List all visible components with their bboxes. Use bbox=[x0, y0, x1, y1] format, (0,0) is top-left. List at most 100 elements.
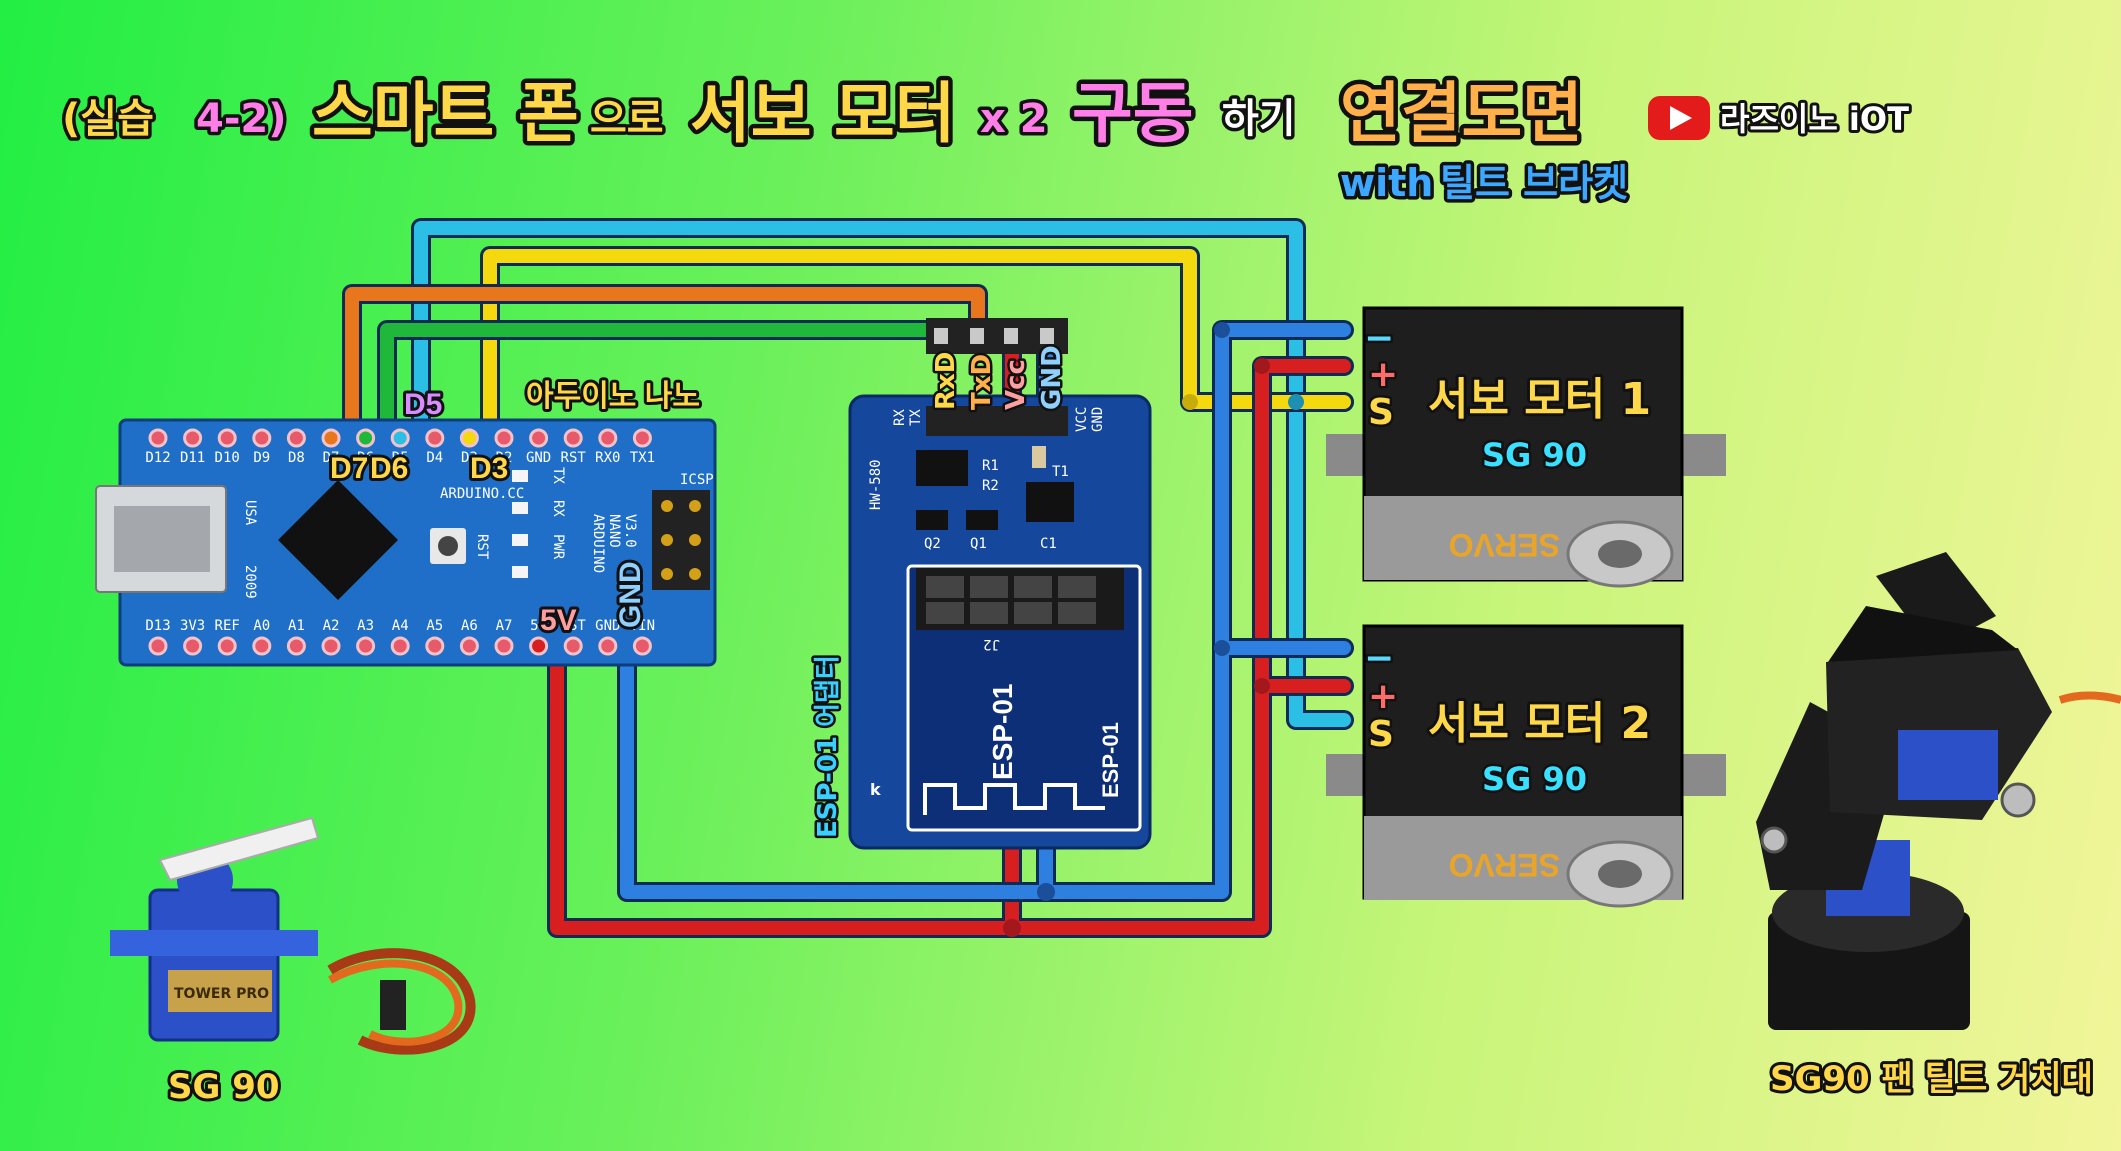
silk-pwr: PWR bbox=[550, 534, 566, 560]
title-word-drive: 구동 bbox=[1072, 75, 1193, 152]
esp-silk-c1: C1 bbox=[1040, 536, 1057, 552]
title-word-euro: 으로 bbox=[590, 96, 664, 142]
nano-bottom-pin-label: A7 bbox=[496, 618, 513, 634]
servo1-model: SG 90 bbox=[1482, 436, 1587, 474]
nano-bottom-pin-label: A5 bbox=[426, 618, 443, 634]
nano-bottom-pin-label: A4 bbox=[392, 618, 409, 634]
servo2-pin-minus: − bbox=[1364, 638, 1394, 679]
silk-nano: NANO bbox=[606, 514, 622, 548]
nano-bottom-pin-a6 bbox=[459, 636, 479, 656]
nano-bottom-pin-ref bbox=[217, 636, 237, 656]
esp-silk-model: HW-580 bbox=[868, 459, 884, 510]
nano-top-pin-tx1 bbox=[632, 428, 652, 448]
esp-regulator bbox=[1026, 482, 1074, 522]
nano-top-pin-rst bbox=[563, 428, 583, 448]
servo2-brand: SERVO bbox=[1449, 847, 1560, 883]
sg90-label: SG 90 bbox=[168, 1067, 280, 1107]
esp-pin-rxd: RxD bbox=[931, 352, 961, 410]
nano-top-pin-d9 bbox=[252, 428, 272, 448]
play-icon bbox=[1670, 106, 1692, 130]
silk-version: V3.0 bbox=[622, 514, 638, 548]
servo2-model: SG 90 bbox=[1482, 760, 1587, 798]
nano-top-pin-label: D12 bbox=[145, 450, 170, 466]
silk-2009: 2009 bbox=[242, 565, 258, 599]
nano-top-pin-label: RX0 bbox=[595, 450, 620, 466]
esp01-adapter: RX TX VCC GND HW-580 J2 R1 R2 Q1 Q2 T1 C… bbox=[811, 318, 1152, 850]
nano-top-pin-label: RST bbox=[561, 450, 587, 466]
callout-d5: D5 bbox=[404, 388, 442, 421]
nano-top-pin-gnd bbox=[529, 428, 549, 448]
nano-bottom-pin-label: 3V3 bbox=[180, 618, 205, 634]
nano-top-pin-d8 bbox=[286, 428, 306, 448]
nano-bottom-pin-label: REF bbox=[215, 618, 240, 634]
title: (실습 4-2) 스마트 폰 으로 서보 모터 x 2 구동 하기 연결도면 w… bbox=[59, 71, 1632, 209]
title-x2: x 2 bbox=[980, 96, 1048, 142]
esp-silk-tx: TX bbox=[908, 409, 924, 426]
nano-bottom-pin-vin bbox=[632, 636, 652, 656]
silk-rx: RX bbox=[550, 500, 566, 517]
nano-label: 아두이노 나노 bbox=[526, 380, 700, 413]
servo1-title: 서보 모터 1 bbox=[1428, 374, 1651, 425]
nano-top-pin-d5 bbox=[390, 428, 410, 448]
reset-button bbox=[438, 536, 458, 556]
callout-gnd: GND bbox=[614, 561, 647, 628]
esp-silk-rx: RX bbox=[892, 409, 908, 426]
esp-pin-gnd: GND bbox=[1037, 345, 1067, 410]
servo2-pin-signal: S bbox=[1368, 714, 1394, 755]
channel-badge: 라즈이노 iOT bbox=[1648, 96, 1912, 141]
nano-top-pin-d11 bbox=[183, 428, 203, 448]
title-word-motor: 모터 bbox=[834, 75, 955, 152]
nano-bottom-pin-label: D13 bbox=[145, 618, 170, 634]
nano-bottom-pin-a1 bbox=[286, 636, 306, 656]
sg90-horn bbox=[158, 816, 320, 882]
servo-motor-2: SERVO 서보 모터 2 SG 90 − + S bbox=[1326, 624, 1726, 908]
nano-bottom-pin-label: VIN bbox=[630, 618, 655, 634]
nano-top-pin-label: D3 bbox=[461, 450, 478, 466]
callout-d7: D7 bbox=[330, 452, 368, 485]
silk-arduino-cc: ARDUINO.CC bbox=[440, 486, 524, 502]
esp-silk-vcc: VCC bbox=[1074, 407, 1090, 432]
servo1-brand: SERVO bbox=[1449, 527, 1560, 563]
servo1-pin-signal: S bbox=[1368, 392, 1394, 433]
esp-silk-j2: J2 bbox=[983, 636, 1000, 652]
mcu-chip bbox=[278, 480, 398, 600]
silk-tx: TX bbox=[550, 467, 566, 484]
nano-bottom-pin-d13 bbox=[148, 636, 168, 656]
esp-silk-name-2: ESP-01 bbox=[1098, 722, 1123, 798]
esp-pin-txd: TxD bbox=[967, 354, 997, 410]
nano-top-pin-label: D10 bbox=[215, 450, 240, 466]
nano-bottom-pin-label: 5V bbox=[530, 618, 547, 634]
silk-rst: RST bbox=[474, 534, 490, 560]
sg90-brand: TOWER PRO bbox=[174, 986, 269, 1002]
antenna-trace bbox=[923, 783, 1105, 815]
nano-bottom-pin-label: A2 bbox=[323, 618, 340, 634]
nano-bottom-pin-label: A0 bbox=[253, 618, 270, 634]
servo1-pin-minus: − bbox=[1364, 318, 1394, 359]
nano-bottom-pin-label: GND bbox=[595, 618, 620, 634]
subtitle-with: with bbox=[1340, 161, 1433, 205]
esp-silk-r2: R2 bbox=[982, 478, 999, 494]
sg90-photo: TOWER PRO SG 90 bbox=[110, 816, 476, 1110]
nano-bottom-pin-label: RST bbox=[561, 618, 587, 634]
bracket-label: SG90 팬 틸트 거치대 bbox=[1770, 1059, 2093, 1099]
servo1-pin-plus: + bbox=[1368, 354, 1398, 395]
wire-d7 bbox=[345, 287, 985, 437]
nano-bottom-pin-5v bbox=[529, 636, 549, 656]
channel-name: 라즈이노 iOT bbox=[1720, 100, 1909, 138]
esp-silk-gnd: GND bbox=[1090, 407, 1106, 432]
nano-top-pin-label: D2 bbox=[496, 450, 513, 466]
wire-d6 bbox=[380, 323, 947, 437]
title-word-servo: 서보 bbox=[690, 75, 811, 152]
nano-bottom-pin-a0 bbox=[252, 636, 272, 656]
nano-top-pin-label: D11 bbox=[180, 450, 205, 466]
esp-silk-k: k bbox=[870, 780, 881, 799]
nano-bottom-pin-label: A6 bbox=[461, 618, 478, 634]
nano-top-pin-d2 bbox=[494, 428, 514, 448]
nano-bottom-pin-label: A1 bbox=[288, 618, 305, 634]
esp-adapter-label: ESP-01 어댑터 bbox=[813, 655, 843, 838]
servo2-pin-plus: + bbox=[1368, 676, 1398, 717]
nano-top-pin-label: TX1 bbox=[630, 450, 655, 466]
nano-top-pin-label: D9 bbox=[253, 450, 270, 466]
callout-5v: 5V bbox=[540, 604, 577, 637]
